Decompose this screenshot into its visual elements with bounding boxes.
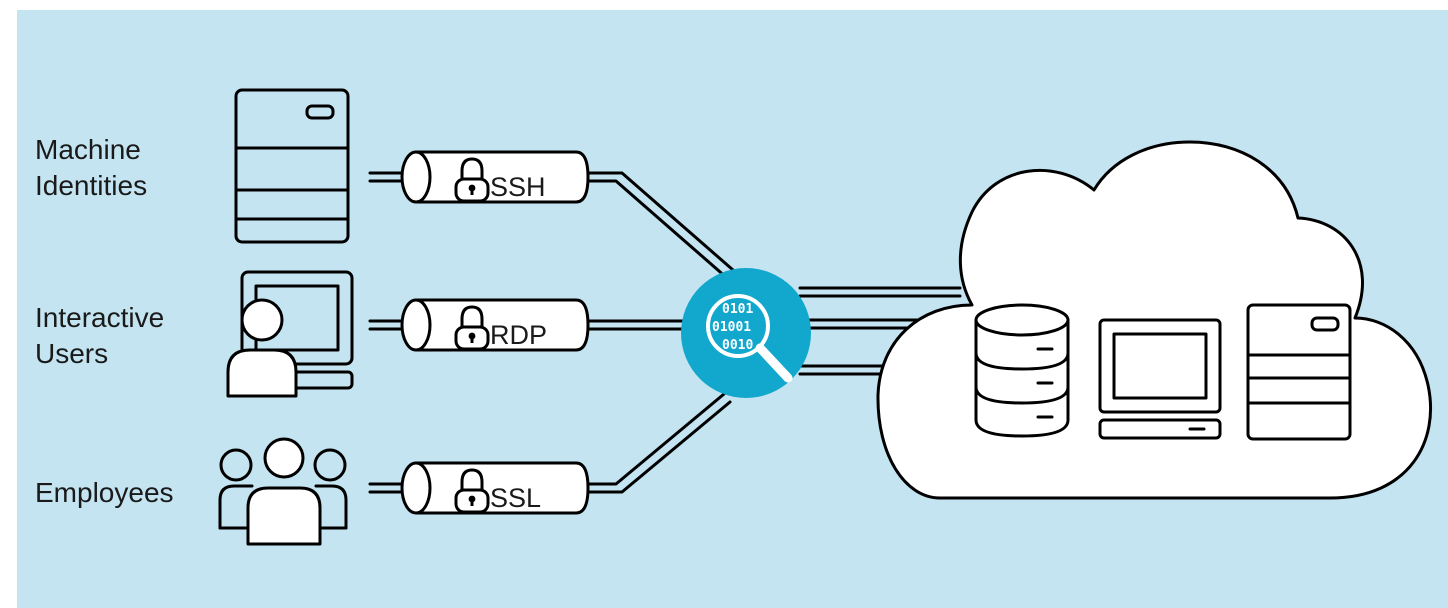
- cloud: [876, 140, 1433, 500]
- database-icon: [974, 303, 1070, 438]
- lock-icon: [454, 305, 490, 351]
- tunnel-ssl-label: SSL: [490, 483, 541, 513]
- binary-line-2: 01001: [712, 320, 751, 335]
- server-icon: [1246, 303, 1352, 441]
- binary-line-3: 0010: [722, 338, 753, 353]
- tunnel-ssh-label: SSH: [490, 172, 546, 202]
- employees-label: Employees: [35, 477, 174, 508]
- source-employees: Employees: [35, 437, 407, 546]
- lock-icon: [454, 157, 490, 203]
- group-icon: [218, 437, 348, 546]
- tunnel-rdp: RDP: [400, 298, 590, 352]
- tunnel-rdp-label: RDP: [490, 320, 547, 350]
- tunnel-ssl: SSL: [400, 461, 590, 515]
- binary-line-1: 0101: [722, 302, 753, 317]
- user-workstation-icon: [226, 270, 354, 398]
- magnifier-binary-icon: 0101 01001 0010: [706, 294, 793, 383]
- traffic-inspector: 0101 01001 0010: [681, 268, 811, 398]
- server-icon: [234, 88, 350, 244]
- tunnel-ssh: SSH: [400, 150, 590, 204]
- desktop-computer-icon: [1098, 318, 1222, 440]
- lock-icon: [454, 468, 490, 514]
